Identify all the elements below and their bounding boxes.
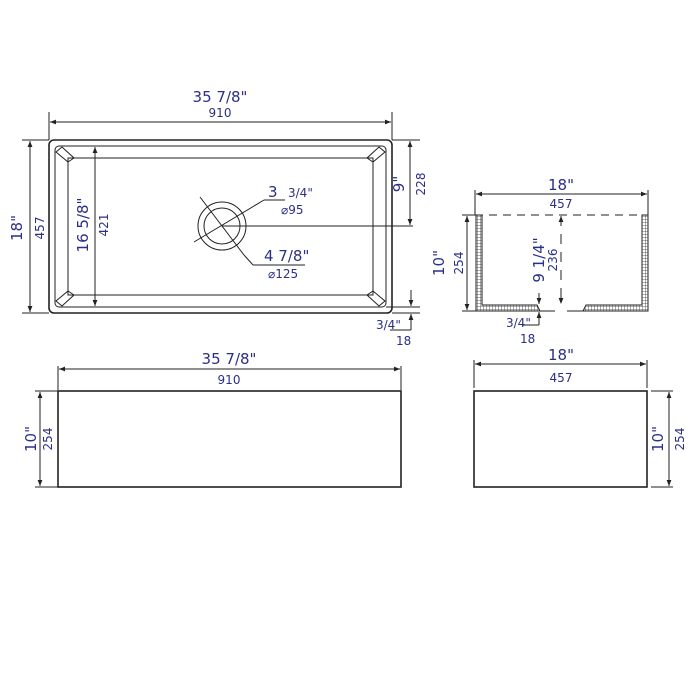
drain-center-mm: 228 (414, 173, 428, 196)
section-wall-in: 3/4" (506, 316, 531, 330)
section-inner-depth-mm: 236 (546, 249, 560, 272)
section-height-in: 10" (430, 250, 448, 276)
section-wall-mm: 18 (520, 332, 535, 346)
section-view: 18" 457 10" 254 9 1/4" 236 3/4" 18 (430, 176, 649, 346)
side-view: 18" 457 10" 254 (473, 346, 687, 488)
rim-mm: 18 (396, 334, 411, 348)
section-width-in: 18" (548, 176, 574, 194)
side-height-mm: 254 (673, 428, 687, 451)
drain-icon (193, 196, 413, 266)
front-width-in: 35 7/8" (202, 350, 257, 368)
inner-depth-in: 16 5/8" (74, 198, 92, 253)
drain-center-in: 9" (390, 176, 408, 192)
front-view: 35 7/8" 910 10" 254 (22, 350, 402, 488)
drain-inner-in-frac: 3/4" (288, 186, 313, 200)
front-height-in: 10" (22, 426, 40, 452)
side-width-in: 18" (548, 346, 574, 364)
inner-depth-mm: 421 (97, 214, 111, 237)
side-panel (473, 390, 648, 488)
top-depth-mm: 457 (33, 217, 47, 240)
drain-inner-in-whole: 3 (268, 183, 278, 201)
front-height-mm: 254 (41, 428, 55, 451)
top-depth-in: 18" (8, 215, 26, 241)
drain-inner-mm: ⌀95 (281, 203, 304, 217)
drain-outer-in: 4 7/8" (264, 247, 309, 265)
section-inner-depth-in: 9 1/4" (530, 237, 548, 282)
front-width-mm: 910 (218, 373, 241, 387)
drain-outer-mm: ⌀125 (268, 267, 298, 281)
side-height-in: 10" (649, 426, 667, 452)
front-panel (57, 390, 402, 488)
top-view: 35 7/8" 910 18" 457 16 5/8" 421 (8, 88, 428, 348)
rim-in: 3/4" (376, 318, 401, 332)
section-width-mm: 457 (550, 197, 573, 211)
side-width-mm: 457 (550, 371, 573, 385)
section-height-mm: 254 (452, 252, 466, 275)
top-width-mm: 910 (209, 106, 232, 120)
section-wall-right (582, 214, 649, 312)
top-width-in: 35 7/8" (193, 88, 248, 106)
